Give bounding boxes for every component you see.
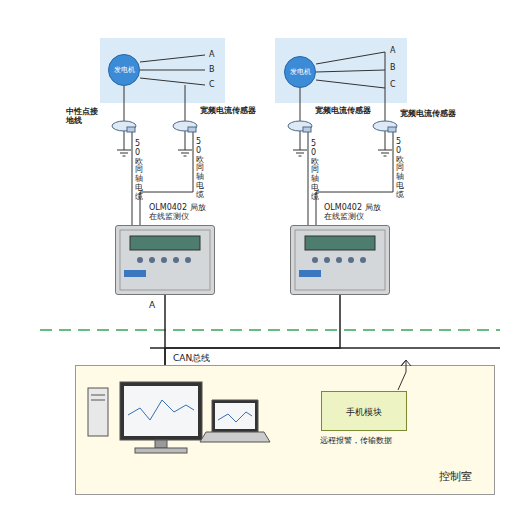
- part-label: CAN总线: [173, 353, 210, 363]
- generator-circle: 发电机: [284, 56, 316, 88]
- part-label: 宽频电流传感器: [200, 106, 256, 115]
- monitor-face: [116, 226, 216, 296]
- node-label: 手机模块: [322, 406, 406, 419]
- part-label: 中性点接地线: [66, 107, 102, 125]
- laptop: [212, 400, 258, 432]
- ground: [378, 150, 392, 151]
- sensor-clamp: [373, 121, 397, 131]
- button: [185, 257, 191, 263]
- cable-label: 50欧同轴电缆: [135, 140, 143, 202]
- ground: [384, 156, 387, 157]
- generator-circle: 发电机: [108, 54, 140, 86]
- monitor-box: OLM0402 局放在线监测仪: [115, 225, 215, 295]
- panel-edge: [120, 230, 210, 290]
- button: [324, 257, 330, 263]
- cable-label: 50欧同轴电缆: [396, 138, 404, 200]
- ground-symbols: [117, 150, 392, 156]
- node-label: 控制室: [439, 469, 472, 484]
- sensor-clamp: [112, 121, 136, 131]
- part-label: C: [209, 80, 215, 89]
- ground: [123, 156, 126, 157]
- wiring: [124, 52, 393, 225]
- node-note: 远程报警，传输数据: [320, 435, 392, 446]
- cable-label: 50欧同轴电缆: [311, 140, 319, 202]
- antenna: [398, 360, 411, 390]
- ground: [381, 153, 389, 154]
- ground: [184, 156, 187, 157]
- panel: [275, 38, 407, 103]
- ground: [117, 150, 131, 151]
- sensor-port: [127, 127, 135, 132]
- button: [161, 257, 167, 263]
- screen: [130, 236, 200, 250]
- ground: [293, 150, 307, 151]
- pc-tower: [88, 388, 108, 436]
- part-label: B: [209, 65, 215, 74]
- screen: [305, 236, 375, 250]
- part-label: C: [390, 80, 396, 89]
- sensor-port: [188, 127, 196, 132]
- module-box: 手机模块远程报警，传输数据: [321, 391, 407, 431]
- badge: [299, 270, 321, 277]
- sensor-port: [388, 127, 396, 132]
- part-label: A: [390, 46, 395, 55]
- ground: [120, 153, 128, 154]
- sensor-clamp: [288, 121, 312, 131]
- ground: [299, 156, 302, 157]
- button: [137, 257, 143, 263]
- button: [173, 257, 179, 263]
- button: [336, 257, 342, 263]
- cable-label: 50欧同轴电缆: [196, 138, 204, 200]
- dashed-boundary: [40, 329, 500, 331]
- monitor-face: [291, 226, 391, 296]
- node-label: OLM0402 局放在线监测仪: [324, 203, 388, 222]
- ground: [178, 150, 192, 151]
- part-label: 宽频电流传感器: [315, 106, 371, 115]
- generator-panels: [100, 38, 407, 103]
- monitor-box: OLM0402 局放在线监测仪: [290, 225, 390, 295]
- panel: [100, 38, 225, 103]
- button: [312, 257, 318, 263]
- sensor-port: [303, 127, 311, 132]
- button: [149, 257, 155, 263]
- pc-monitor: [120, 382, 202, 440]
- node-label: OLM0402 局放在线监测仪: [149, 203, 213, 222]
- node-label: 发电机: [114, 65, 135, 75]
- ground: [181, 153, 189, 154]
- sensor-clamp: [173, 121, 197, 131]
- ground: [296, 153, 304, 154]
- part-label: A: [149, 300, 155, 310]
- node-label: 发电机: [290, 67, 311, 77]
- part-label: A: [209, 50, 214, 59]
- control-room-band: 控制室手机模块远程报警，传输数据: [75, 365, 495, 495]
- part-label: 宽频电流传感器: [400, 109, 456, 118]
- panel-edge: [295, 230, 385, 290]
- connector: [165, 295, 340, 365]
- button: [348, 257, 354, 263]
- button: [360, 257, 366, 263]
- part-label: B: [390, 63, 396, 72]
- badge: [124, 270, 146, 277]
- current-sensors: [112, 121, 397, 132]
